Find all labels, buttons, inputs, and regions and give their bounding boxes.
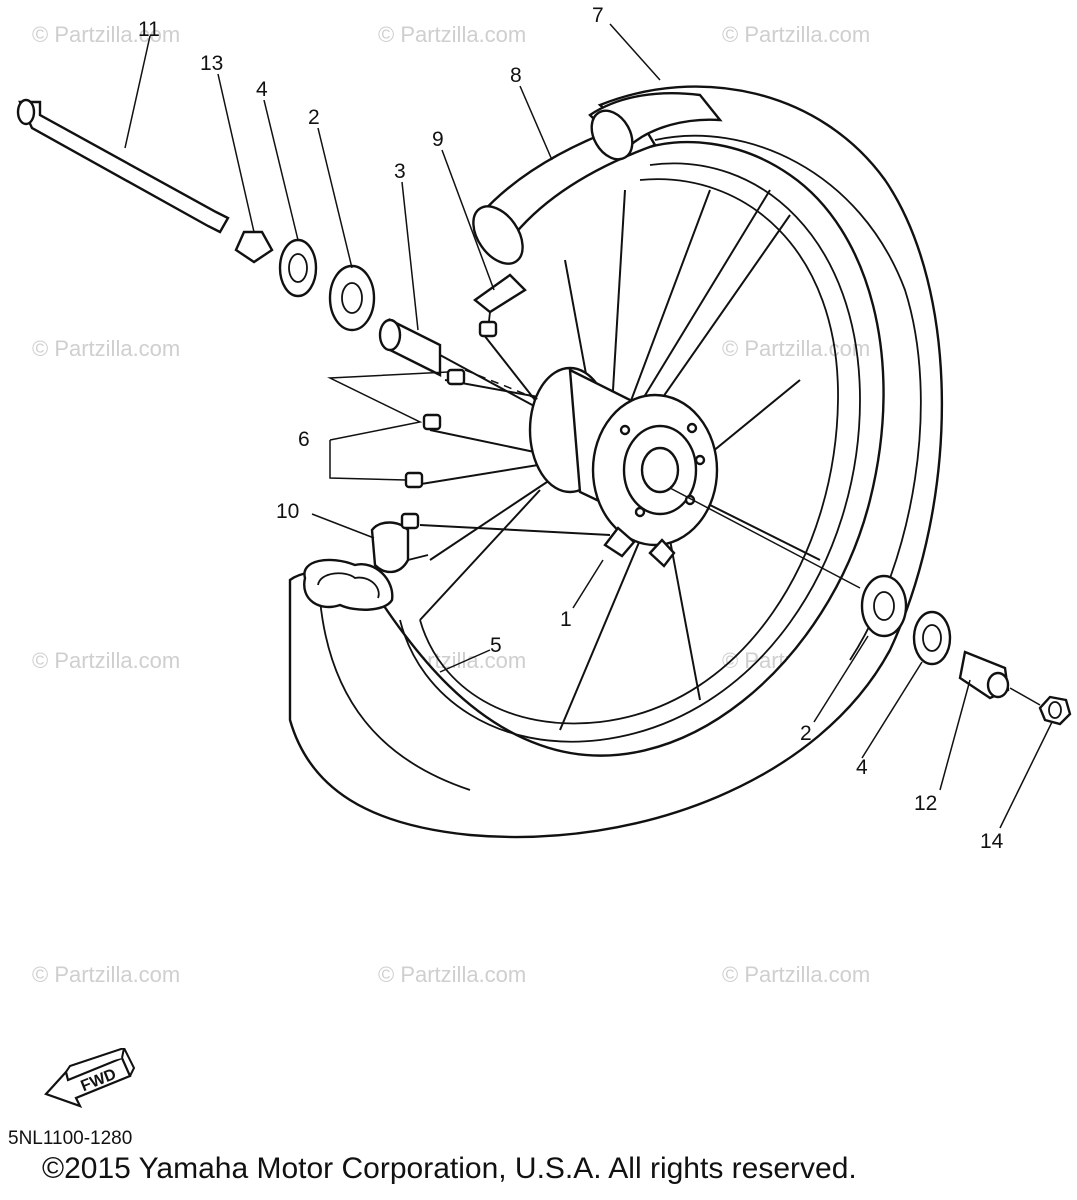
axle	[16, 98, 230, 234]
callouts: 11 13 4 2 3 9 8 7 6 10 5 1 2 4 12 14	[138, 4, 1004, 853]
watermark: © Partzilla.com	[32, 336, 180, 361]
watermark: © Partzilla.com	[722, 962, 870, 987]
callout-11: 11	[138, 18, 160, 41]
collar-left	[234, 230, 274, 264]
bearing-left	[328, 264, 376, 332]
callout-2: 2	[308, 106, 320, 129]
callout-9: 9	[432, 128, 444, 151]
callout-4: 4	[856, 756, 868, 779]
callout-14: 14	[980, 830, 1004, 853]
tube-and-valve	[303, 521, 429, 611]
bearing-right	[860, 574, 908, 638]
watermarks: © Partzilla.com © Partzilla.com © Partzi…	[32, 22, 870, 987]
callout-13: 13	[200, 52, 223, 75]
callout-4: 4	[256, 78, 268, 101]
rim	[399, 162, 861, 743]
watermark: © Partzilla.com	[722, 22, 870, 47]
copyright-notice: ©2015 Yamaha Motor Corporation, U.S.A. A…	[42, 1152, 857, 1185]
watermark: © Partzilla.com	[722, 336, 870, 361]
collar-right	[958, 650, 1010, 700]
axle-nut	[1038, 695, 1072, 726]
watermark: © Partzilla.com	[378, 22, 526, 47]
callout-7: 7	[592, 4, 604, 27]
callout-10: 10	[276, 500, 299, 523]
callout-1: 1	[560, 608, 572, 631]
watermark: © Partzilla.com	[32, 648, 180, 673]
spacer	[378, 318, 442, 377]
callout-5: 5	[490, 634, 502, 657]
oil-seal-right	[912, 610, 952, 666]
watermark: © Partzilla.com	[32, 962, 180, 987]
callout-6: 6	[298, 428, 310, 451]
leaders	[124, 23, 1053, 829]
axle-centerline	[464, 369, 1041, 706]
callout-3: 3	[394, 160, 406, 183]
callout-8: 8	[510, 64, 522, 87]
oil-seal-left	[278, 238, 318, 298]
diagram-code: 5NL1100-1280	[8, 1128, 133, 1149]
watermark: © Partzilla.com	[32, 22, 180, 47]
tire-block	[588, 92, 723, 161]
callout-12: 12	[914, 792, 937, 815]
fwd-arrow-icon: FWD	[44, 1048, 136, 1108]
callout-2: 2	[800, 722, 812, 745]
hub	[528, 366, 719, 568]
watermark: © Partzilla.com	[378, 962, 526, 987]
